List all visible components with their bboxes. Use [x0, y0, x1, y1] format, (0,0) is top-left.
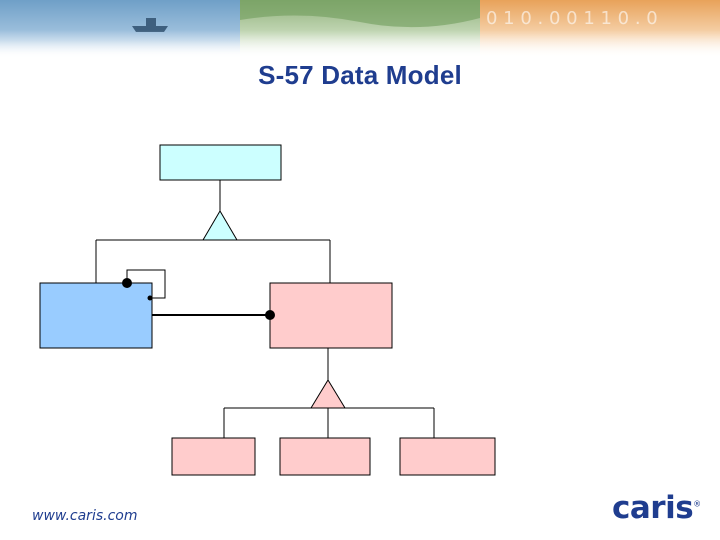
slide-title: S-57 Data Model — [258, 60, 462, 90]
banner-coast-shape — [240, 0, 480, 28]
logo-text: caris — [612, 490, 694, 526]
right-class-box — [269, 282, 393, 349]
association-end-dot — [265, 310, 275, 320]
footer-website-link[interactable]: www.caris.com — [32, 508, 138, 524]
mid-generalization-triangle — [310, 379, 346, 409]
leaf-class-box-3 — [399, 437, 496, 476]
self-association-line — [126, 269, 166, 299]
banner-ship-icon — [132, 18, 168, 32]
banner-digits: 0 1 0 . 0 0 1 1 0 . 0 — [486, 8, 658, 29]
caris-logo: caris® — [612, 490, 701, 526]
leaf-class-box-2 — [279, 437, 371, 476]
leaf-class-box-1 — [171, 437, 256, 476]
trademark-icon: ® — [693, 499, 701, 509]
root-class-box — [159, 144, 282, 181]
banner-fade — [0, 30, 720, 58]
left-class-box — [39, 282, 153, 349]
root-generalization-triangle — [202, 210, 238, 241]
self-association-dot-large — [122, 278, 132, 288]
header-banner: 0 1 0 . 0 0 1 1 0 . 0 — [0, 0, 720, 58]
self-association-dot-small — [147, 295, 153, 301]
